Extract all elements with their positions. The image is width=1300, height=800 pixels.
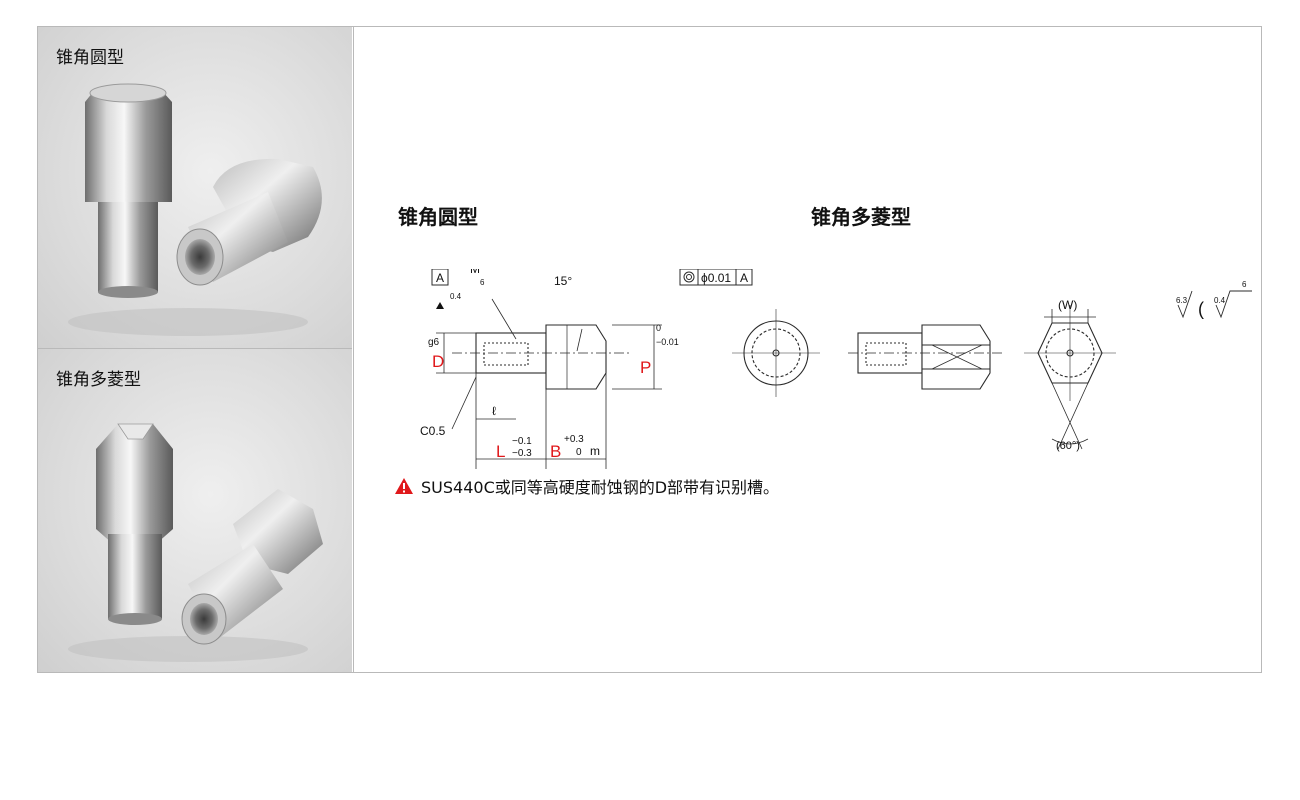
roughness-04-label: 0.4 — [450, 292, 462, 301]
l-tolerance-upper: −0.1 — [512, 436, 532, 447]
warning-icon — [395, 478, 413, 494]
round-side-view — [452, 324, 632, 390]
datum-label: A — [436, 271, 444, 285]
w-label: (W) — [1058, 298, 1077, 312]
d-label: D — [432, 352, 444, 371]
product-photo-diamond — [68, 423, 323, 662]
photo-cell-round: 锥角圆型 — [38, 27, 352, 349]
concentricity-datum: A — [740, 271, 748, 285]
legend-roughness-2-sup: 6 — [1242, 280, 1247, 289]
l-tolerance-lower: −0.3 — [512, 448, 532, 459]
p-tolerance-upper: 0 — [656, 323, 661, 333]
diamond-angle-label: (60°) — [1056, 440, 1080, 452]
p-label: P — [640, 358, 651, 377]
drawing-column: 锥角圆型 锥角多菱型 — [354, 27, 1261, 672]
diamond-end-view — [1024, 305, 1116, 450]
photo-column: 锥角圆型 锥角多菱型 — [38, 27, 354, 672]
thread-label: M — [470, 269, 480, 276]
round-dimensions — [436, 298, 662, 469]
product-photo-round — [68, 83, 322, 336]
technical-drawing: A M 15° 0.4 6 ϕ0.01 A D g6 P 0 −0.01 C0.… — [420, 269, 1252, 469]
legend-roughness-1: 6.3 — [1176, 296, 1188, 305]
b-tolerance-upper: +0.3 — [564, 434, 584, 445]
photo-label-round: 锥角圆型 — [56, 48, 124, 68]
heading-round: 锥角圆型 — [398, 205, 478, 229]
b-label: B — [550, 442, 561, 461]
d-tolerance: g6 — [428, 337, 440, 348]
p-tolerance-lower: −0.01 — [656, 337, 679, 347]
concentricity-value: ϕ0.01 — [701, 271, 731, 285]
l-small-label: ℓ — [492, 404, 496, 418]
legend-roughness-2: 0.4 — [1214, 296, 1226, 305]
chamfer-label: C0.5 — [420, 424, 446, 438]
legend-open-paren: ( — [1198, 299, 1204, 319]
concentricity-frame — [679, 269, 753, 286]
roughness-6-label: 6 — [480, 278, 485, 287]
heading-diamond: 锥角多菱型 — [811, 205, 911, 229]
warning-note: SUS440C或同等高硬度耐蚀钢的D部带有识别槽。 — [394, 474, 779, 498]
photo-label-diamond: 锥角多菱型 — [56, 370, 141, 390]
round-end-view — [732, 309, 820, 397]
m-label: m — [590, 444, 600, 458]
b-tolerance-lower: 0 — [576, 447, 582, 458]
datum-box — [431, 269, 449, 286]
datum-triangle — [436, 302, 444, 309]
diamond-side-view — [848, 324, 1004, 390]
roughness-legend — [1177, 290, 1252, 319]
l-label: L — [496, 442, 505, 461]
photo-cell-diamond: 锥角多菱型 — [38, 349, 352, 672]
taper-angle-label: 15° — [554, 274, 572, 288]
content-frame: 锥角圆型 锥角多菱型 锥角圆型 锥角多菱型 — [37, 26, 1262, 673]
warning-note-text: SUS440C或同等高硬度耐蚀钢的D部带有识别槽。 — [421, 478, 780, 497]
